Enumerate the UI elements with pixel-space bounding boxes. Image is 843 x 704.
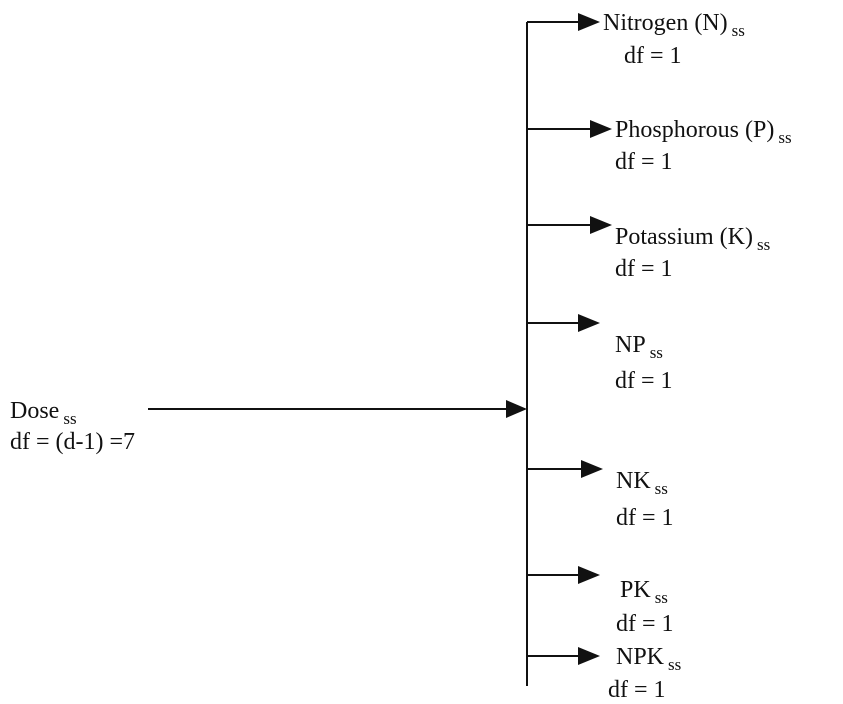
component-name: Potassium (K)	[615, 224, 753, 250]
component-label-phosphorous: Phosphorous (P)ss	[615, 117, 792, 146]
component-df-nk: df = 1	[616, 505, 674, 531]
component-subscript: ss	[668, 655, 682, 674]
source-arrowhead	[506, 400, 527, 418]
component-df-npk: df = 1	[608, 677, 666, 703]
component-name: NP	[615, 332, 646, 358]
component-label-potassium: Potassium (K)ss	[615, 224, 770, 253]
source-name: Dose	[10, 398, 60, 424]
component-subscript: ss	[731, 21, 745, 40]
component-df-phosphorous: df = 1	[615, 149, 673, 175]
component-name: NK	[616, 468, 651, 494]
component-df-nitrogen: df = 1	[624, 43, 682, 69]
component-subscript: ss	[778, 128, 792, 147]
source-df: df = (d-1) =7	[10, 429, 136, 455]
branch-arrow-nitrogen	[527, 13, 600, 31]
branch-arrow-npk	[527, 647, 600, 665]
component-subscript: ss	[654, 588, 668, 607]
component-subscript: ss	[649, 343, 663, 362]
component-label-nitrogen: Nitrogen (N)ss	[603, 10, 745, 39]
component-name: PK	[620, 577, 651, 603]
branch-arrow-potassium	[527, 216, 612, 234]
branch-arrow-phosphorous	[527, 120, 612, 138]
component-subscript: ss	[654, 479, 668, 498]
branch-arrow-nk	[527, 460, 603, 478]
branch-arrow-np	[527, 314, 600, 332]
component-name: Nitrogen (N)	[603, 10, 728, 36]
component-df-pk: df = 1	[616, 611, 674, 637]
component-name: Phosphorous (P)	[615, 117, 775, 143]
component-df-np: df = 1	[615, 368, 673, 394]
component-subscript: ss	[757, 235, 771, 254]
branch-arrow-pk	[527, 566, 600, 584]
component-name: NPK	[616, 644, 665, 670]
component-df-potassium: df = 1	[615, 256, 673, 282]
source-subscript: ss	[63, 409, 77, 428]
